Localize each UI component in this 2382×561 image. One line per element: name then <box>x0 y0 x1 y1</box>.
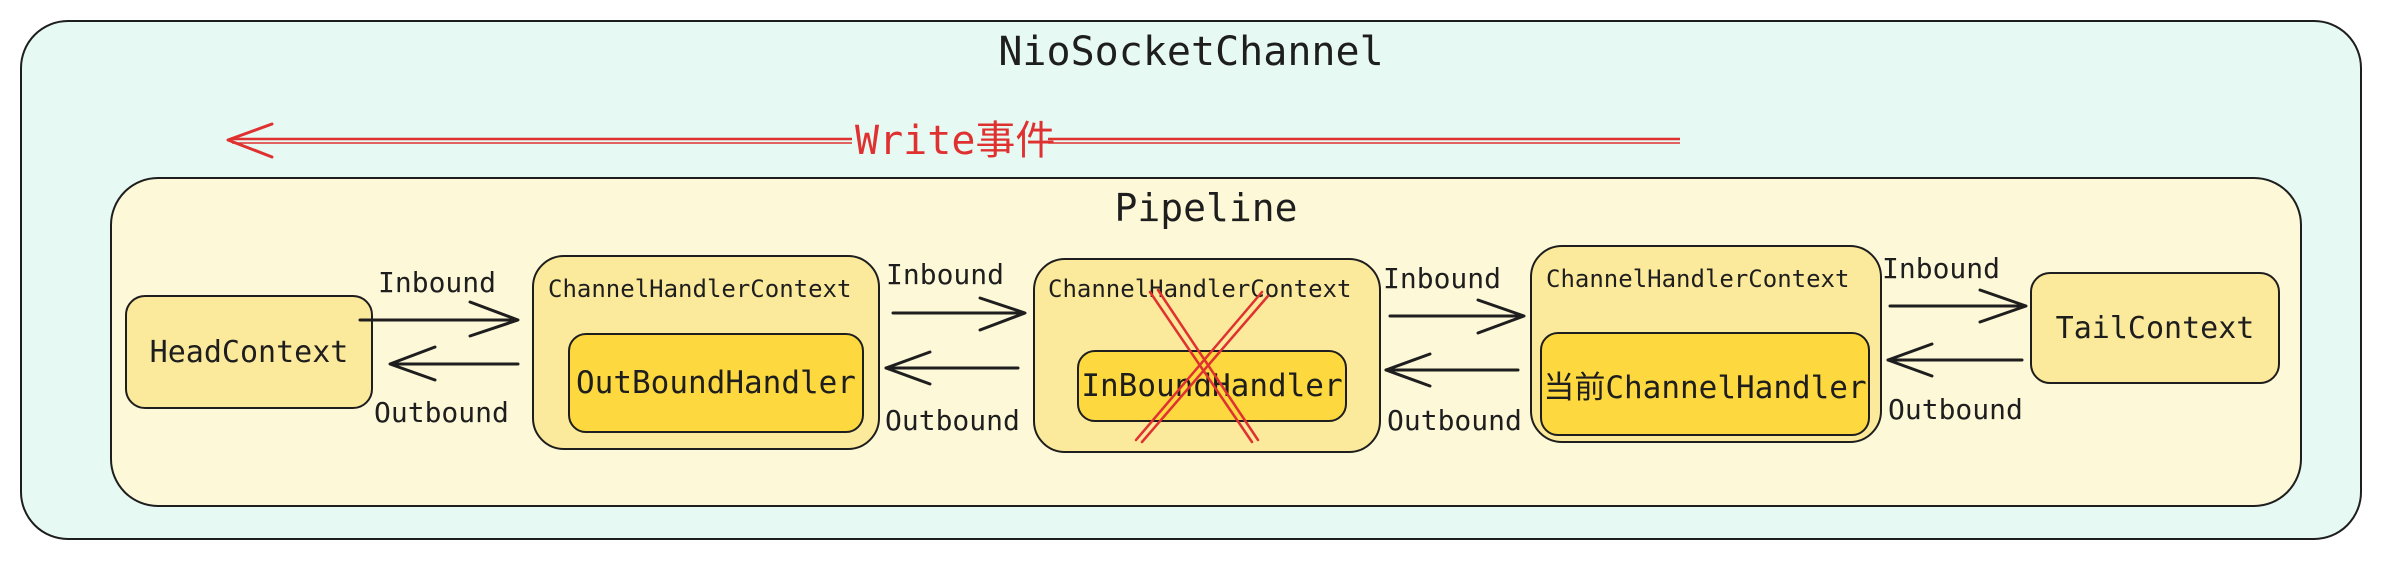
tail-context-label: TailContext <box>2055 310 2255 346</box>
outbound-label-3: Outbound <box>1387 404 1522 437</box>
inbound-arrowhead-3 <box>1476 298 1526 335</box>
current-handler-label: 当前ChannelHandler <box>1543 369 1867 406</box>
context-1-title: ChannelHandlerContext <box>548 275 852 303</box>
outbound-label-4: Outbound <box>1888 393 2023 426</box>
outbound-arrowhead-4 <box>1886 342 1934 378</box>
outbound-arrowhead-2 <box>884 350 932 386</box>
inbound-label-2: Inbound <box>886 258 1005 291</box>
pipeline-title: Pipeline <box>1114 186 1298 230</box>
head-context-node: HeadContext <box>125 295 373 409</box>
outbound-label-2: Outbound <box>885 404 1020 437</box>
outbound-arrowhead-1 <box>388 345 437 382</box>
inbound-label-1: Inbound <box>378 266 497 299</box>
inbound-arrowhead-2 <box>978 296 1027 332</box>
tail-context-node: TailContext <box>2030 272 2280 384</box>
container-title: NioSocketChannel <box>998 29 1384 75</box>
write-event-label: Write事件 <box>855 118 1056 164</box>
inbound-arrowhead-4 <box>1978 288 2028 324</box>
outbound-arrowhead-3 <box>1384 352 1432 388</box>
outbound-handler-node: OutBoundHandler <box>568 333 864 433</box>
outbound-handler-label: OutBoundHandler <box>576 365 856 401</box>
current-handler-node: 当前ChannelHandler <box>1540 332 1870 436</box>
inbound-handler-label: InBoundHandler <box>1081 368 1343 404</box>
cross-out-mark <box>1134 288 1270 444</box>
context-2-title: ChannelHandlerContext <box>1048 275 1352 303</box>
inbound-label-4: Inbound <box>1882 252 2001 285</box>
head-context-label: HeadContext <box>149 334 349 370</box>
inbound-handler-node: InBoundHandler <box>1077 350 1347 422</box>
outbound-label-1: Outbound <box>374 396 509 429</box>
inbound-label-3: Inbound <box>1383 262 1502 295</box>
inbound-arrowhead-1 <box>468 300 520 338</box>
context-3-title: ChannelHandlerContext <box>1546 265 1850 293</box>
